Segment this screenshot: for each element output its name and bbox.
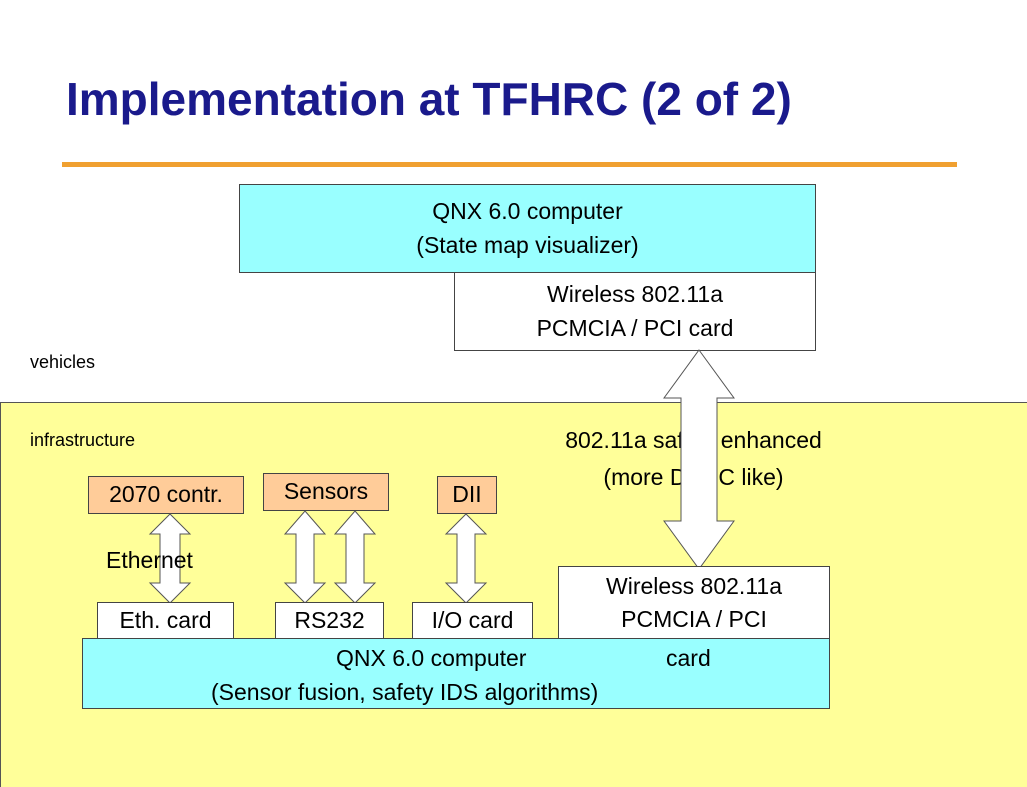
- dll-arrow: [444, 513, 488, 604]
- eth-card-label: Eth. card: [119, 606, 212, 633]
- sensors-label: Sensors: [283, 478, 369, 505]
- eth-card-box: Eth. card: [97, 602, 234, 639]
- page-title: Implementation at TFHRC (2 of 2): [66, 73, 792, 125]
- infra-wireless-type: PCMCIA / PCI: [621, 606, 767, 632]
- dll-label: DII: [452, 481, 482, 508]
- vehicle-wireless-card-box: Wireless 802.11a PCMCIA / PCI card: [454, 272, 816, 351]
- vehicle-computer-name: QNX 6.0 computer: [432, 198, 623, 225]
- controller-box: 2070 contr.: [88, 476, 244, 514]
- sensors-box: Sensors: [263, 473, 389, 511]
- vehicles-label: vehicles: [30, 352, 96, 372]
- vehicle-computer-box: QNX 6.0 computer (State map visualizer): [239, 184, 816, 273]
- infra-wireless-card-box: Wireless 802.11a PCMCIA / PCI: [558, 566, 830, 640]
- ethernet-label: Ethernet: [106, 547, 193, 573]
- vehicle-wireless-type: PCMCIA / PCI card: [536, 314, 734, 341]
- infra-computer-box: [82, 638, 830, 709]
- vehicle-wireless-name: Wireless 802.11a: [547, 281, 723, 308]
- rs232-card-box: RS232: [275, 602, 384, 639]
- vehicle-computer-role: (State map visualizer): [416, 231, 639, 258]
- infra-computer-role: (Sensor fusion, safety IDS algorithms): [211, 679, 599, 705]
- title-divider: [62, 162, 957, 167]
- infra-computer-name: QNX 6.0 computer: [336, 645, 527, 671]
- infra-computer-card-overflow: card: [666, 645, 711, 671]
- sensors-arrow-left: [283, 510, 327, 604]
- infra-wireless-name: Wireless 802.11a: [606, 572, 782, 599]
- io-card-box: I/O card: [412, 602, 533, 639]
- io-card-label: I/O card: [431, 606, 514, 633]
- rs232-card-label: RS232: [294, 606, 365, 633]
- infrastructure-label: infrastructure: [30, 430, 136, 450]
- dll-box: DII: [437, 476, 497, 514]
- wireless-link-arrow: [663, 349, 735, 570]
- sensors-arrow-right: [333, 510, 377, 604]
- controller-label: 2070 contr.: [109, 481, 223, 508]
